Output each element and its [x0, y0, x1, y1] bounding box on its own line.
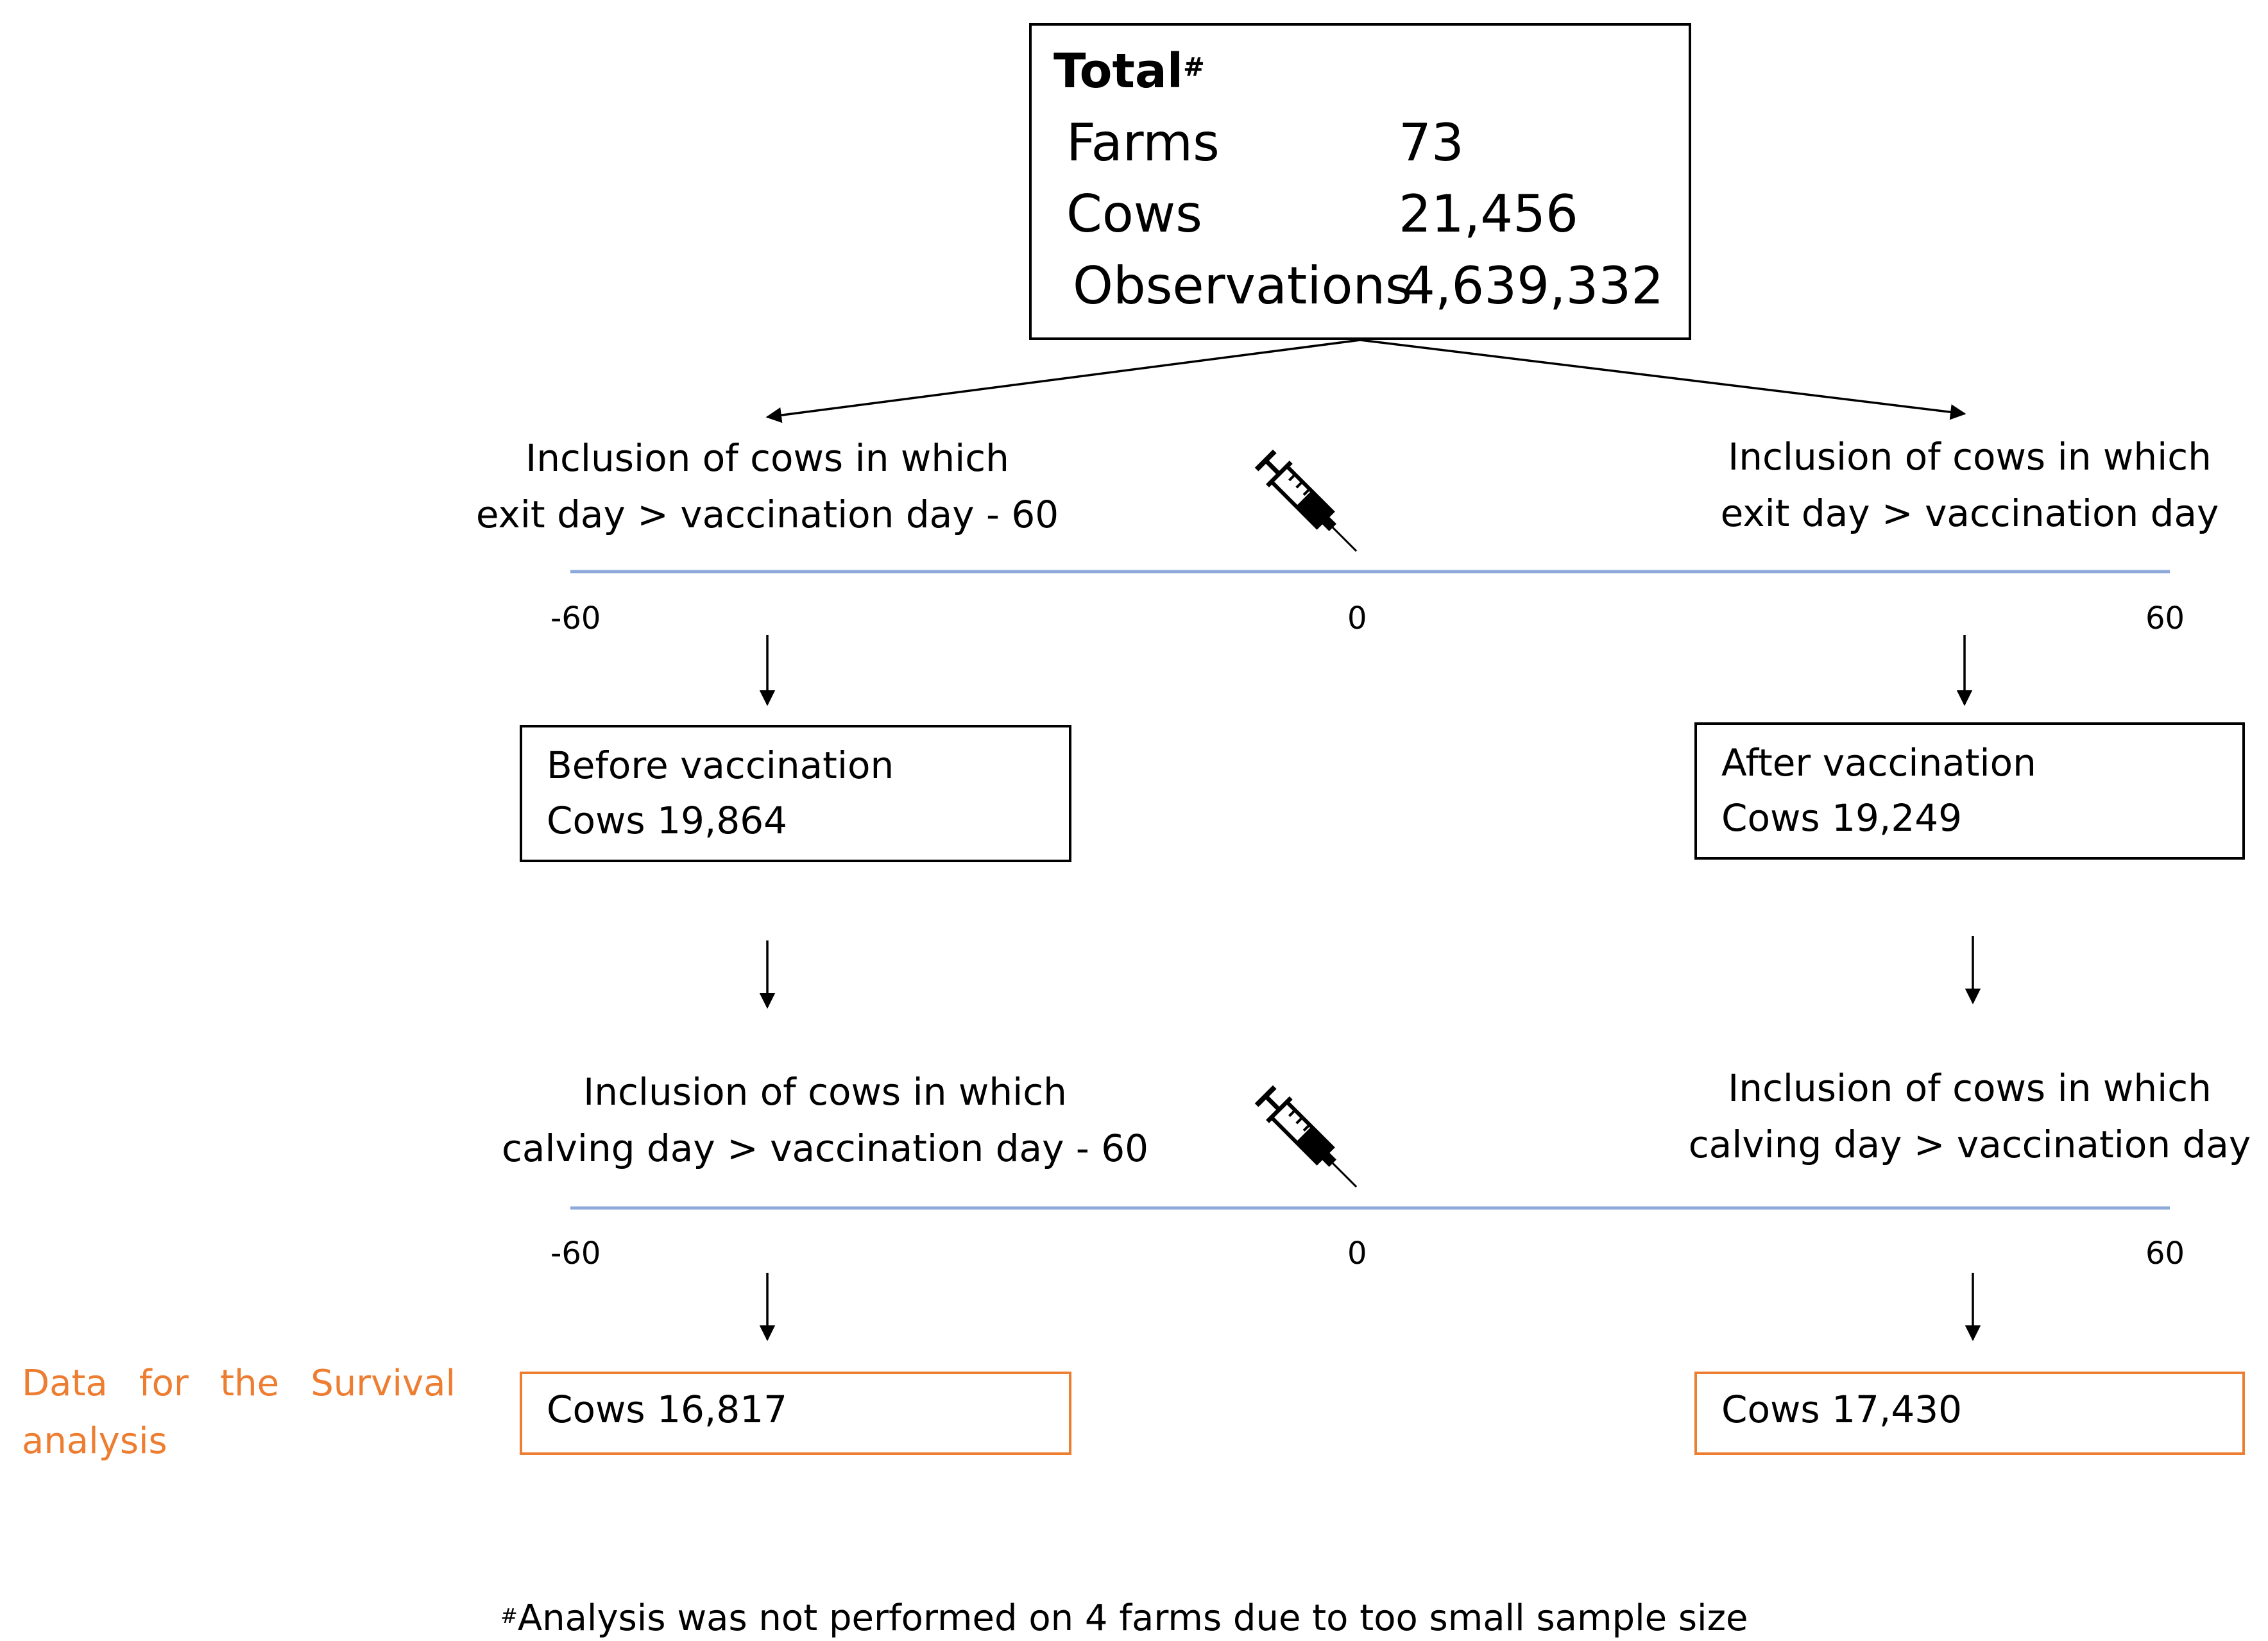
- observations-value: 4,639,332: [1403, 256, 1664, 316]
- final-box-after: Cows 17,430: [1694, 1372, 2245, 1455]
- exit-tick-center: 0: [1347, 600, 1367, 636]
- syringe-icon: [1254, 1084, 1368, 1198]
- calving-tick-center: 0: [1347, 1236, 1367, 1271]
- exit-inclusion-left-line2: exit day > vaccination day - 60: [475, 493, 1059, 536]
- arrow-to-left-branch: [765, 339, 1361, 423]
- calving-tick-right: 60: [2145, 1236, 2185, 1271]
- calving-inclusion-left-line2: calving day > vaccination day - 60: [501, 1127, 1149, 1170]
- exit-inclusion-right: Inclusion of cows in which exit day > va…: [1617, 429, 2268, 541]
- syringe-icon: [1254, 448, 1368, 563]
- after-vaccination-box: After vaccination Cows 19,249: [1694, 722, 2245, 860]
- calving-inclusion-right-line2: calving day > vaccination day: [1688, 1123, 2251, 1166]
- footnote-text: Analysis was not performed on 4 farms du…: [517, 1597, 1748, 1639]
- exit-tick-right: 60: [2145, 600, 2185, 636]
- cows-label: Cows: [1066, 184, 1202, 244]
- after-vaccination-count: Cows 19,249: [1721, 796, 1963, 840]
- survival-analysis-note: Data for the Survival analysis: [22, 1363, 456, 1462]
- calving-inclusion-right: Inclusion of cows in which calving day >…: [1617, 1060, 2268, 1173]
- total-box: [1029, 23, 1691, 340]
- final-count-before: Cows 16,817: [547, 1388, 788, 1431]
- observations-label: Observations: [1073, 256, 1412, 316]
- before-vaccination-box: Before vaccination Cows 19,864: [520, 725, 1071, 862]
- before-vaccination-title: Before vaccination: [547, 744, 894, 787]
- footnote-mark: #: [1183, 53, 1205, 82]
- after-vaccination-title: After vaccination: [1721, 741, 2036, 785]
- total-title: Total#: [1053, 44, 1205, 99]
- exit-inclusion-left-line1: Inclusion of cows in which: [525, 436, 1009, 480]
- cows-value: 21,456: [1399, 184, 1578, 244]
- farms-value: 73: [1399, 113, 1464, 173]
- before-vaccination-count: Cows 19,864: [547, 799, 788, 842]
- final-box-before: Cows 16,817: [520, 1372, 1071, 1455]
- exit-inclusion-right-line2: exit day > vaccination day: [1720, 491, 2219, 535]
- calving-inclusion-left: Inclusion of cows in which calving day >…: [402, 1064, 1249, 1177]
- calving-inclusion-right-line1: Inclusion of cows in which: [1728, 1066, 2212, 1110]
- arrow-to-right-branch: [1360, 339, 1966, 420]
- exit-inclusion-right-line1: Inclusion of cows in which: [1728, 435, 2212, 479]
- footnote: #Analysis was not performed on 4 farms d…: [500, 1596, 1748, 1641]
- final-count-after: Cows 17,430: [1721, 1388, 1963, 1431]
- farms-label: Farms: [1066, 113, 1220, 173]
- exit-inclusion-left: Inclusion of cows in which exit day > va…: [402, 430, 1133, 543]
- calving-tick-left: -60: [550, 1236, 601, 1271]
- footnote-mark: #: [500, 1604, 518, 1628]
- exit-tick-left: -60: [550, 600, 601, 636]
- calving-inclusion-left-line1: Inclusion of cows in which: [583, 1070, 1067, 1114]
